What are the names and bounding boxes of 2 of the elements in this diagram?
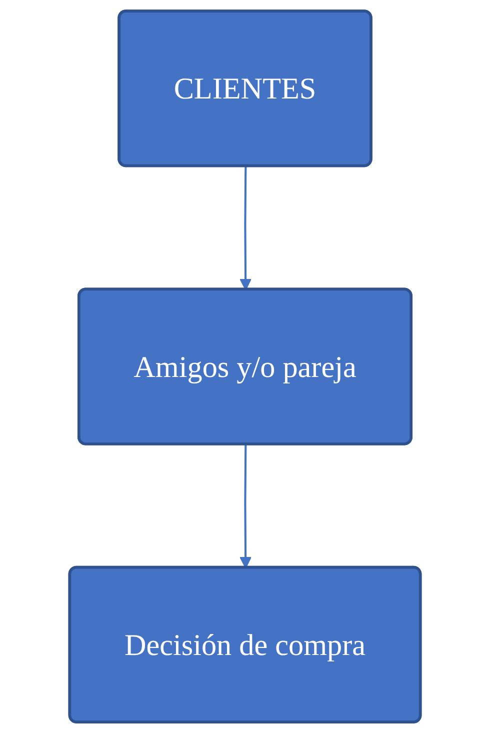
- arrow: [240, 444, 252, 568]
- arrow: [240, 166, 252, 290]
